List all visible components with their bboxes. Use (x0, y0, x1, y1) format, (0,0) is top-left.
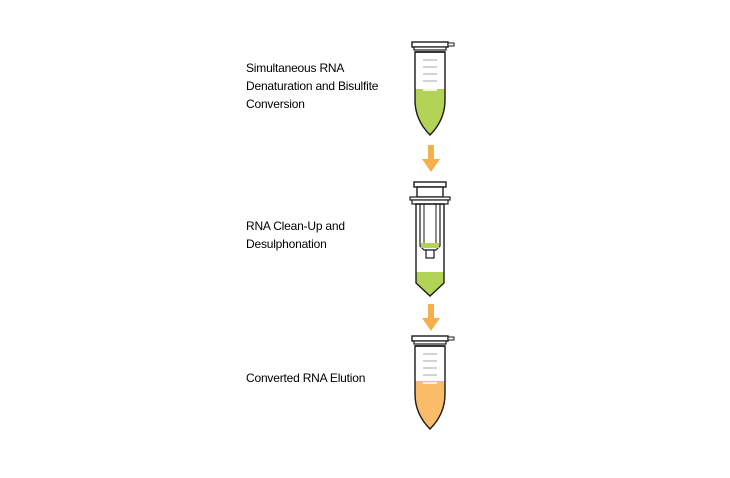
microcentrifuge-tube-icon (411, 41, 455, 136)
tube-3-liquid (415, 381, 445, 429)
step-1-label-line-1: Simultaneous RNA (246, 61, 345, 75)
column-2-membrane (421, 243, 439, 248)
down-arrow-icon (422, 145, 440, 172)
tube-1-liquid (415, 89, 445, 135)
step-2-label-line-2: Desulphonation (246, 237, 327, 251)
down-arrow-icon (422, 304, 440, 331)
step-1-label-line-2: Denaturation and Bisulfite (246, 79, 379, 93)
step-3-label-line-1: Converted RNA Elution (246, 371, 366, 385)
step-2-label: RNA Clean-Up and Desulphonation (246, 217, 416, 253)
step-1-label-line-3: Conversion (246, 97, 305, 111)
step-1-label: Simultaneous RNA Denaturation and Bisulf… (246, 59, 416, 113)
spin-column-icon (409, 181, 451, 297)
column-2-flowthrough-liquid (416, 272, 444, 296)
microcentrifuge-tube-icon (411, 335, 455, 430)
step-3-label: Converted RNA Elution (246, 369, 416, 387)
step-2-label-line-1: RNA Clean-Up and (246, 219, 345, 233)
